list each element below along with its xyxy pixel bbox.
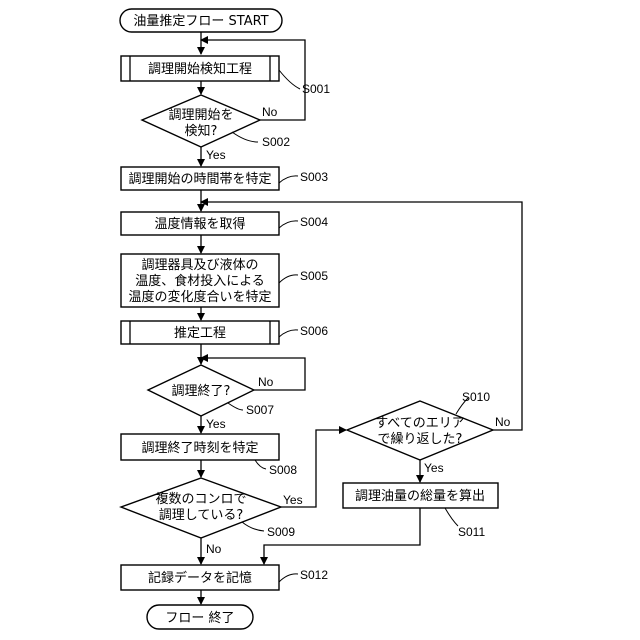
step-label-s002: S002 xyxy=(232,132,290,149)
svg-text:調理開始検知工程: 調理開始検知工程 xyxy=(148,61,252,77)
svg-text:検知?: 検知? xyxy=(185,123,218,139)
svg-text:記録データを記憶: 記録データを記憶 xyxy=(148,570,252,586)
decision-s010: すべてのエリア で繰り返した? xyxy=(347,401,493,460)
svg-text:で繰り返した?: で繰り返した? xyxy=(378,432,463,447)
branch-label-no: No xyxy=(206,542,222,556)
branch-label-yes: Yes xyxy=(206,417,226,431)
start-terminal: 油量推定フロー START xyxy=(120,9,282,32)
svg-text:S011: S011 xyxy=(458,525,485,539)
decision-s009: 複数のコンロで 調理している? xyxy=(121,478,281,538)
svg-text:複数のコンロで: 複数のコンロで xyxy=(155,491,246,507)
svg-text:S010: S010 xyxy=(462,390,490,404)
step-label-s004: S004 xyxy=(279,215,328,229)
svg-text:S008: S008 xyxy=(269,463,297,477)
svg-text:S003: S003 xyxy=(300,170,328,184)
svg-text:調理油量の総量を算出: 調理油量の総量を算出 xyxy=(355,489,485,504)
process-s012: 記録データを記憶 xyxy=(121,565,279,590)
process-s004: 温度情報を取得 xyxy=(121,212,279,235)
step-label-s010: S010 xyxy=(456,390,490,414)
decision-s002: 調理開始を 検知? xyxy=(142,95,260,147)
process-s001: 調理開始検知工程 xyxy=(121,56,279,81)
svg-text:調理している?: 調理している? xyxy=(159,508,244,523)
branch-label-no: No xyxy=(495,415,511,429)
step-label-s008: S008 xyxy=(255,460,297,477)
step-label-s003: S003 xyxy=(279,170,328,184)
svg-text:調理器具及び液体の: 調理器具及び液体の xyxy=(141,258,258,273)
step-label-s009: S009 xyxy=(242,522,295,539)
branch-label-no: No xyxy=(262,105,278,119)
svg-text:推定工程: 推定工程 xyxy=(174,326,226,341)
step-label-s005: S005 xyxy=(279,269,328,283)
svg-text:S006: S006 xyxy=(300,324,328,338)
svg-text:すべてのエリア: すべてのエリア xyxy=(375,416,465,431)
svg-text:調理開始の時間帯を特定: 調理開始の時間帯を特定 xyxy=(128,172,271,187)
svg-text:S007: S007 xyxy=(246,403,274,417)
branch-label-yes: Yes xyxy=(206,148,226,162)
process-s006: 推定工程 xyxy=(121,321,279,344)
svg-text:S002: S002 xyxy=(262,135,290,149)
process-s011: 調理油量の総量を算出 xyxy=(343,483,498,508)
svg-text:温度、食材投入による: 温度、食材投入による xyxy=(135,273,265,289)
svg-text:フロー 終了: フロー 終了 xyxy=(165,610,234,626)
svg-text:調理終了時刻を特定: 調理終了時刻を特定 xyxy=(141,440,258,456)
svg-text:温度の変化度合いを特定: 温度の変化度合いを特定 xyxy=(128,289,271,305)
step-label-s006: S006 xyxy=(279,324,328,338)
svg-text:S001: S001 xyxy=(302,82,330,96)
branch-label-no: No xyxy=(258,375,274,389)
process-s008: 調理終了時刻を特定 xyxy=(121,434,279,460)
svg-text:調理終了?: 調理終了? xyxy=(172,383,231,399)
end-terminal: フロー 終了 xyxy=(147,605,253,629)
svg-text:油量推定フロー START: 油量推定フロー START xyxy=(133,14,268,29)
step-label-s007: S007 xyxy=(228,403,274,417)
svg-text:S009: S009 xyxy=(267,525,295,539)
branch-label-yes: Yes xyxy=(283,493,303,507)
svg-text:S004: S004 xyxy=(300,215,328,229)
process-s005: 調理器具及び液体の 温度、食材投入による 温度の変化度合いを特定 xyxy=(121,254,279,307)
svg-text:S005: S005 xyxy=(300,269,328,283)
branch-label-yes: Yes xyxy=(424,461,444,475)
process-s003: 調理開始の時間帯を特定 xyxy=(121,167,279,190)
step-label-s012: S012 xyxy=(279,568,328,582)
svg-text:S012: S012 xyxy=(300,568,328,582)
step-label-s011: S011 xyxy=(445,508,485,539)
svg-text:調理開始を: 調理開始を xyxy=(168,108,233,123)
svg-text:温度情報を取得: 温度情報を取得 xyxy=(154,216,245,232)
